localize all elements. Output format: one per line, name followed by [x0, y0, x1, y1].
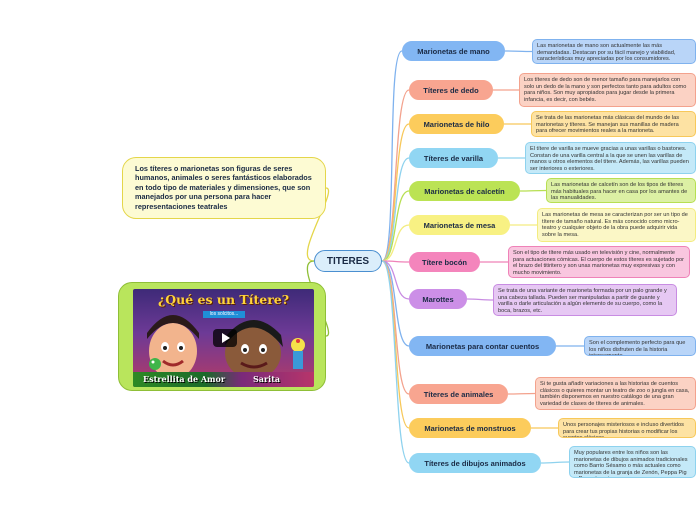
branch-topic[interactable]: Títeres de dibujos animados [409, 453, 541, 473]
branch-note: Los títeres de dedo son de menor tamaño … [519, 73, 696, 107]
link-branch [381, 260, 410, 464]
branch-note: Se trata de una variante de marioneta fo… [493, 284, 677, 316]
link-note [507, 392, 536, 395]
link-note [540, 461, 570, 464]
puppets-illustration [147, 315, 305, 379]
video-thumbnail[interactable]: ¿Qué es un Títere? los solcitos... Estre… [133, 289, 314, 387]
branch-topic[interactable]: Marottes [409, 289, 467, 309]
branch-note: Son el tipo de títere más usado en telev… [508, 246, 690, 278]
link-definition [306, 187, 329, 262]
link-note [504, 50, 533, 53]
link-branch [381, 224, 410, 262]
branch-note: Son el complemento perfecto para que los… [584, 336, 696, 356]
branch-topic[interactable]: Títeres de animales [409, 384, 508, 404]
branch-topic[interactable]: Títeres de dedo [409, 80, 493, 100]
branch-topic[interactable]: Marionetas de monstruos [409, 418, 531, 438]
video-name-bar: Estrellita de Amor Sarita [133, 372, 314, 387]
central-topic[interactable]: TITERES [314, 250, 382, 272]
branch-topic[interactable]: Marionetas para contar cuentos [409, 336, 556, 356]
branch-note: Muy populares entre los niños son las ma… [569, 446, 696, 478]
video-node[interactable]: ¿Qué es un Títere? los solcitos... Estre… [118, 282, 326, 391]
branch-topic[interactable]: Títeres de varilla [409, 148, 498, 168]
branch-note: Se trata de las marionetas más clásicas … [531, 111, 696, 137]
branch-note: Las marionetas de mano son actualmente l… [532, 39, 696, 64]
branch-note: El títere de varilla se mueve gracias a … [525, 142, 696, 174]
link-note [519, 189, 547, 192]
branch-note: Las marionetas de mesa se caracterizan p… [537, 208, 696, 242]
branch-note: Las marionetas de calcetín son de los ti… [546, 178, 696, 203]
link-branch [381, 50, 403, 262]
link-branch [381, 89, 410, 262]
branch-topic[interactable]: Marionetas de mesa [409, 215, 510, 235]
branch-note: Si te gusta añadir variaciones a las his… [535, 377, 696, 410]
branch-topic[interactable]: Títere bocón [409, 252, 480, 272]
puppet-name-left: Estrellita de Amor [143, 374, 226, 384]
definition-box: Los títeres o marionetas son figuras de … [122, 157, 326, 219]
branch-note: Unos personajes misteriosos e incluso di… [558, 418, 696, 438]
branch-topic[interactable]: Marionetas de mano [402, 41, 505, 61]
link-branch [381, 157, 410, 262]
play-button[interactable] [213, 329, 237, 347]
branch-topic[interactable]: Marionetas de hilo [409, 114, 504, 134]
link-branch [381, 190, 410, 262]
link-branch [381, 123, 410, 262]
puppet-name-right: Sarita [253, 374, 281, 384]
video-title: ¿Qué es un Títere? [157, 292, 290, 307]
video-subtitle: los solcitos... [203, 311, 245, 318]
branch-topic[interactable]: Marionetas de calcetín [409, 181, 520, 201]
link-note [466, 298, 494, 301]
